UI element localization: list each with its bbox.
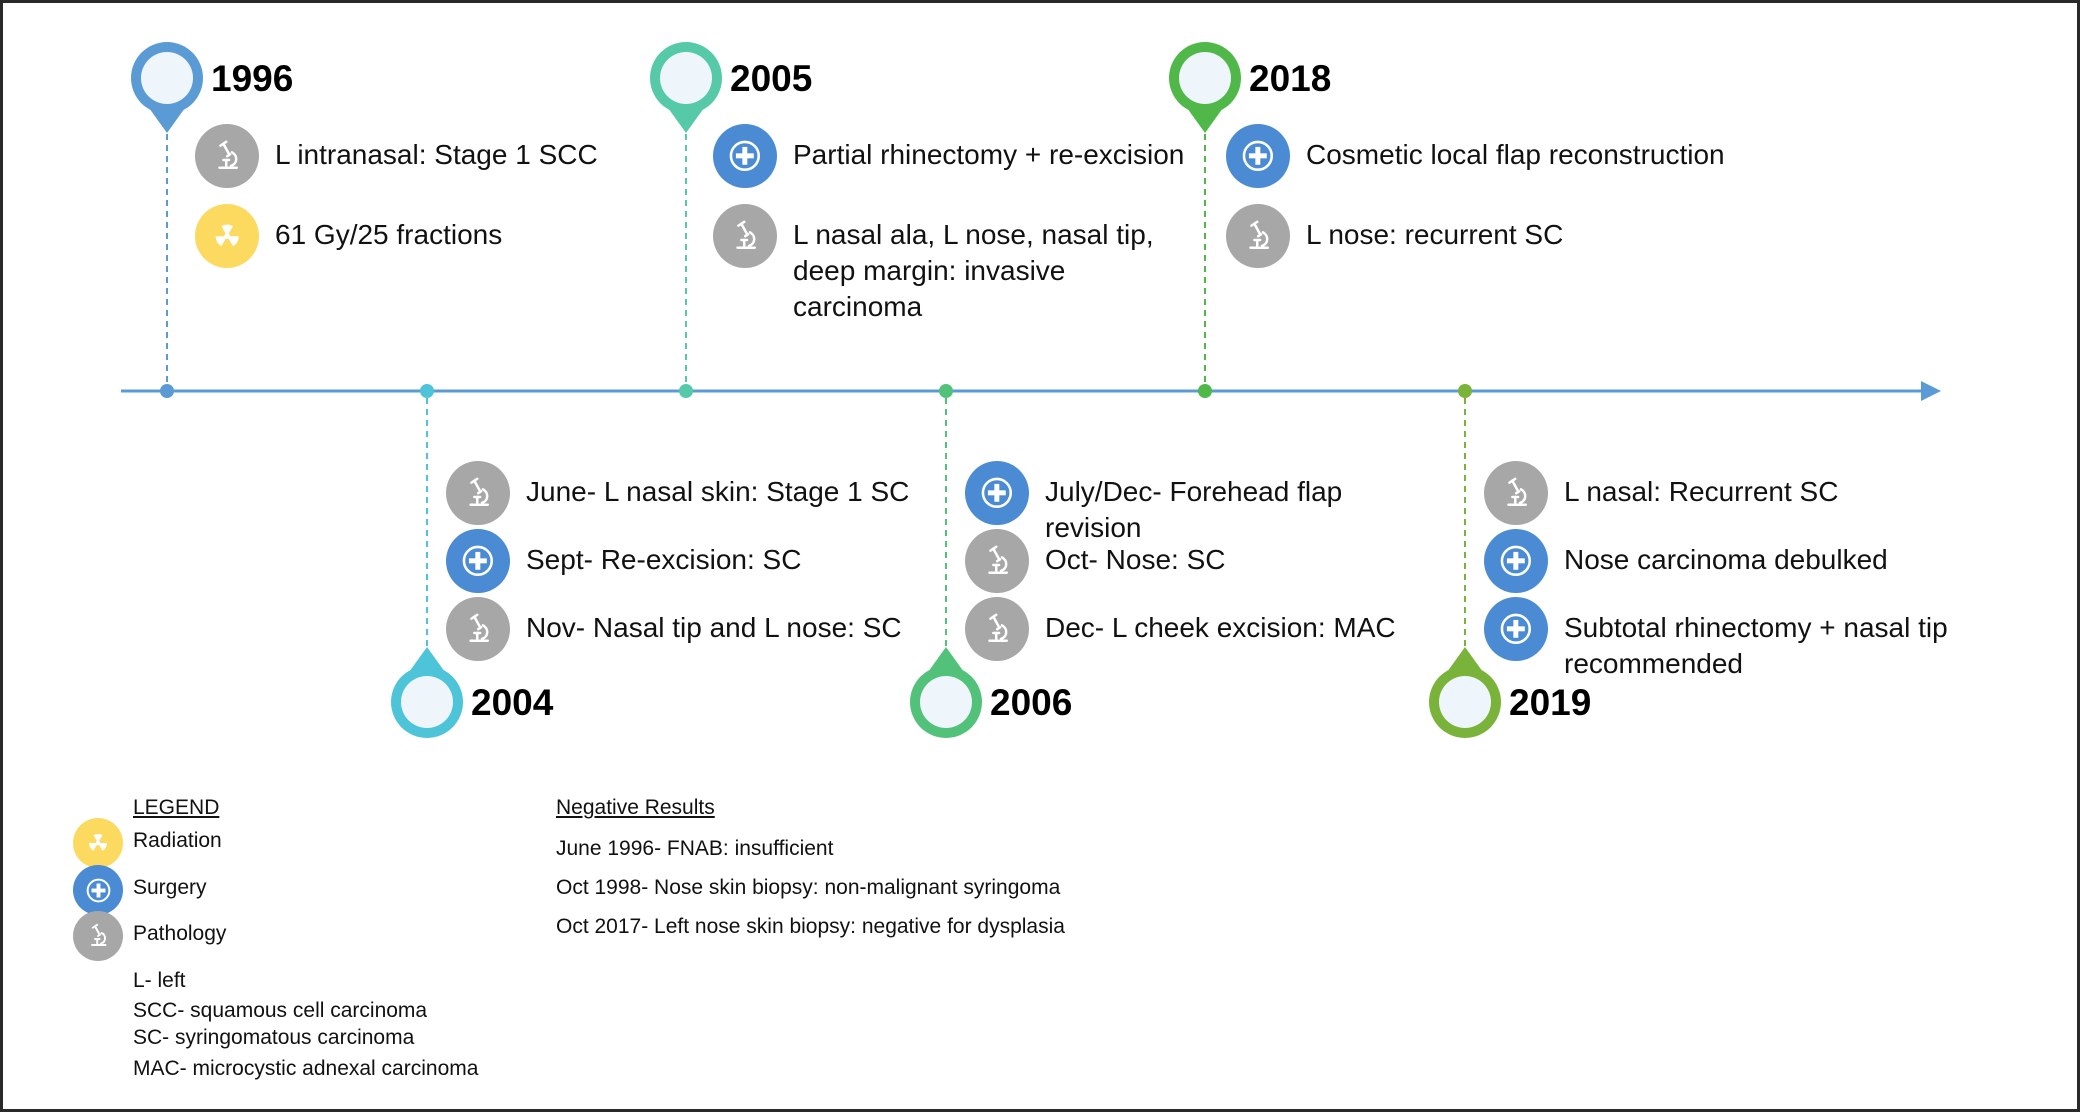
event-item: Dec- L cheek excision: MAC (965, 597, 1465, 661)
microscope-icon (1226, 204, 1290, 268)
microscope-icon (713, 204, 777, 268)
event-text: Nose carcinoma debulked (1564, 544, 1888, 575)
plus-circle-icon (73, 865, 123, 915)
event-text: Partial rhinectomy + re-excision (793, 139, 1185, 170)
pin-inner-2018 (1179, 52, 1231, 104)
event-item: Subtotal rhinectomy + nasal tip recommen… (1484, 597, 1964, 682)
year-label-1996: 1996 (211, 58, 294, 99)
timeline-dot-2004 (420, 384, 434, 398)
year-label-2018: 2018 (1249, 58, 1332, 99)
negative-result-line: Oct 2017- Left nose skin biopsy: negativ… (556, 915, 1065, 938)
event-text: Cosmetic local flap reconstruction (1306, 139, 1725, 170)
year-label-2004: 2004 (471, 682, 554, 723)
timeline-graphic (121, 42, 1941, 738)
plus-circle-icon (965, 461, 1029, 525)
event-text: Subtotal rhinectomy + nasal tip recommen… (1564, 612, 1948, 679)
legend-entry-pathology: Pathology (73, 911, 226, 961)
event-item: 61 Gy/25 fractions (195, 204, 605, 268)
event-item: L nose: recurrent SC (1226, 204, 1706, 268)
pin-inner-2006 (920, 676, 972, 728)
pin-inner-1996 (141, 52, 193, 104)
plus-circle-icon (446, 529, 510, 593)
plus-circle-icon (1226, 124, 1290, 188)
pin-inner-2019 (1439, 676, 1491, 728)
plus-circle-icon (1484, 529, 1548, 593)
event-text: Oct- Nose: SC (1045, 544, 1226, 575)
timeline-dot-1996 (160, 384, 174, 398)
microscope-icon (195, 124, 259, 188)
year-label-2005: 2005 (730, 58, 813, 99)
year-label-2019: 2019 (1509, 682, 1592, 723)
radiation-icon (73, 818, 123, 868)
timeline-dot-2018 (1198, 384, 1212, 398)
timeline-arrowhead (1921, 381, 1941, 401)
pin-inner-2005 (660, 52, 712, 104)
event-item: Oct- Nose: SC (965, 529, 1405, 593)
event-text: June- L nasal skin: Stage 1 SC (526, 476, 910, 507)
abbreviation-mac: MAC- microcystic adnexal carcinoma (133, 1057, 479, 1080)
microscope-icon (446, 597, 510, 661)
timeline-dot-2005 (679, 384, 693, 398)
event-text: July/Dec- Forehead flap revision (1045, 476, 1343, 543)
legend-entry-radiation: Radiation (73, 818, 222, 868)
event-item: L intranasal: Stage 1 SCC (195, 124, 605, 188)
year-label-2006: 2006 (990, 682, 1073, 723)
microscope-icon (73, 911, 123, 961)
event-text: 61 Gy/25 fractions (275, 219, 503, 250)
event-text: L nose: recurrent SC (1306, 219, 1564, 250)
negative-result-line: Oct 1998- Nose skin biopsy: non-malignan… (556, 876, 1061, 899)
legend-label: Radiation (133, 829, 222, 852)
event-item: June- L nasal skin: Stage 1 SC (446, 461, 946, 525)
microscope-icon (1484, 461, 1548, 525)
event-text: Sept- Re-excision: SC (526, 544, 802, 575)
negative-results-title: Negative Results (556, 796, 715, 819)
abbreviation-left: L- left (133, 969, 186, 992)
microscope-icon (446, 461, 510, 525)
abbreviation-sc: SC- syringomatous carcinoma (133, 1026, 415, 1049)
event-text: L nasal: Recurrent SC (1564, 476, 1839, 507)
legend-label: Pathology (133, 922, 227, 945)
plus-circle-icon (713, 124, 777, 188)
event-item: Partial rhinectomy + re-excision (713, 124, 1213, 188)
legend-title: LEGEND (133, 796, 220, 819)
plus-circle-icon (1484, 597, 1548, 661)
event-item: Nov- Nasal tip and L nose: SC (446, 597, 946, 661)
timeline-dot-2006 (939, 384, 953, 398)
negative-result-line: June 1996- FNAB: insufficient (556, 837, 834, 860)
microscope-icon (965, 529, 1029, 593)
event-text: Dec- L cheek excision: MAC (1045, 612, 1396, 643)
radiation-icon (195, 204, 259, 268)
event-item: L nasal: Recurrent SC (1484, 461, 1984, 525)
event-text: L intranasal: Stage 1 SCC (275, 139, 598, 170)
event-text: L nasal ala, L nose, nasal tip, deep mar… (793, 219, 1154, 322)
event-item: L nasal ala, L nose, nasal tip, deep mar… (713, 204, 1183, 325)
event-text: Nov- Nasal tip and L nose: SC (526, 612, 902, 643)
microscope-icon (965, 597, 1029, 661)
legend-entry-surgery: Surgery (73, 865, 207, 915)
legend-label: Surgery (133, 876, 207, 899)
event-item: Sept- Re-excision: SC (446, 529, 946, 593)
pin-inner-2004 (401, 676, 453, 728)
timeline-dot-2019 (1458, 384, 1472, 398)
abbreviation-scc: SCC- squamous cell carcinoma (133, 999, 428, 1022)
event-item: July/Dec- Forehead flap revision (965, 461, 1375, 546)
event-item: Cosmetic local flap reconstruction (1226, 124, 1766, 188)
event-item: Nose carcinoma debulked (1484, 529, 1984, 593)
